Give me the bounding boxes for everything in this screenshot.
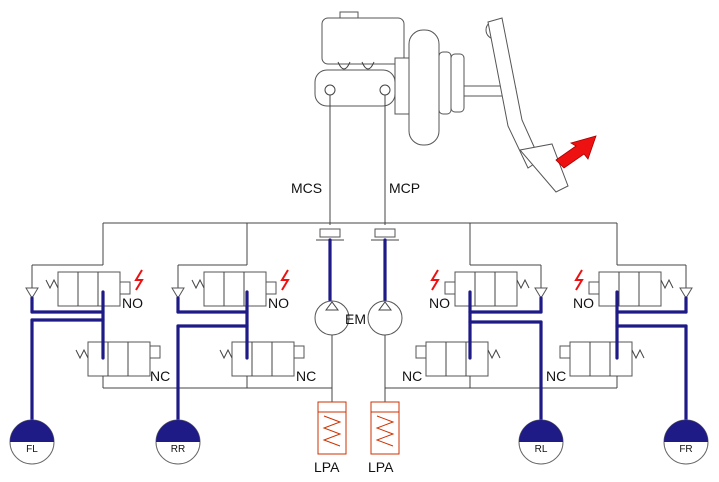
wheel-fr-label: FR [679,444,692,455]
wheel-fr: FR [663,419,709,465]
pedal-force-arrow [555,135,597,169]
lpa-left [317,401,347,455]
nc-label-rr: NC [296,368,316,384]
master-cylinder-assembly [314,11,569,193]
nc-label-rl: NC [402,368,422,384]
circuit-rr: NO NC [171,264,316,422]
no-label-rl: NO [429,295,450,311]
wheel-rr: RR [155,419,201,465]
lpa-right [370,401,400,455]
circuit-fr: NO NC [546,264,693,422]
mcs-label: MCS [291,180,322,196]
pump-left [314,300,350,336]
nc-label-fr: NC [546,368,566,384]
wheel-fl: FL [9,419,55,465]
lpa-left-label: LPA [314,459,340,475]
circuit-fl: NO NC [25,264,170,422]
wheel-fl-label: FL [26,444,38,455]
wheel-rl: RL [518,419,564,465]
nc-label-fl: NC [150,368,170,384]
no-label-rr: NO [268,295,289,311]
isolation-valve-mcp [371,228,399,241]
circuit-rl: NO NC [402,264,548,422]
isolation-valve-mcs [316,228,344,241]
lpa-right-label: LPA [368,459,394,475]
pump-right [367,300,403,336]
wheel-rl-label: RL [535,444,548,455]
no-label-fl: NO [122,295,143,311]
mcp-label: MCP [389,180,420,196]
wheel-rr-label: RR [171,444,185,455]
no-label-fr: NO [573,295,594,311]
em-label: EM [345,311,366,327]
